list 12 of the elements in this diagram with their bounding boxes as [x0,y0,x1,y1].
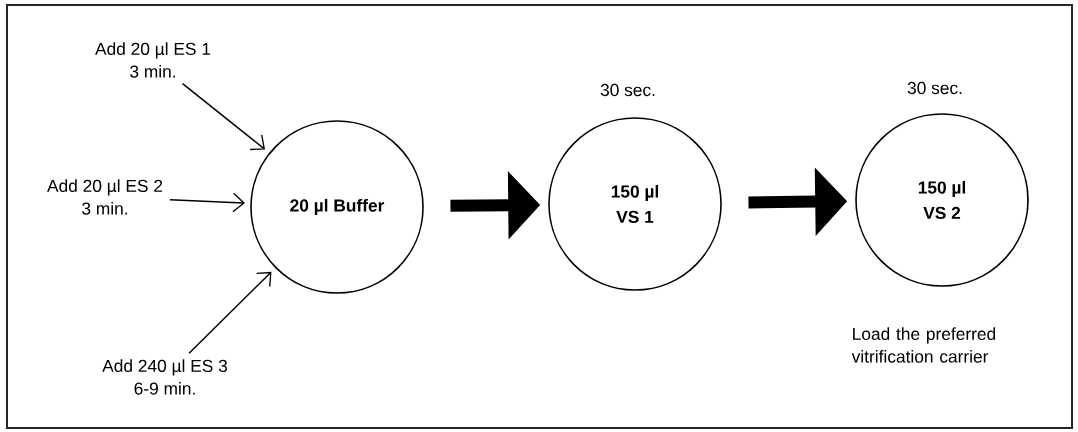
step-label: Add 240 µl ES 3 6-9 min. [102,359,228,395]
circle-node: 20 µl Buffer [250,120,424,294]
arrow [181,82,265,151]
step-label: Add 20 µl ES 1 3 min. [95,42,211,78]
circle-node: 150 µl VS 2 [855,113,1029,287]
step-label: Add 20 µl ES 2 3 min. [47,179,163,215]
duration-label: 30 sec. [907,81,962,95]
note-text: Load the preferred vitrification carrier [851,327,996,363]
arrow [188,271,272,354]
arrow [169,192,245,213]
circle-node: 150 µl VS 1 [548,117,722,291]
duration-label: 30 sec. [600,83,655,97]
